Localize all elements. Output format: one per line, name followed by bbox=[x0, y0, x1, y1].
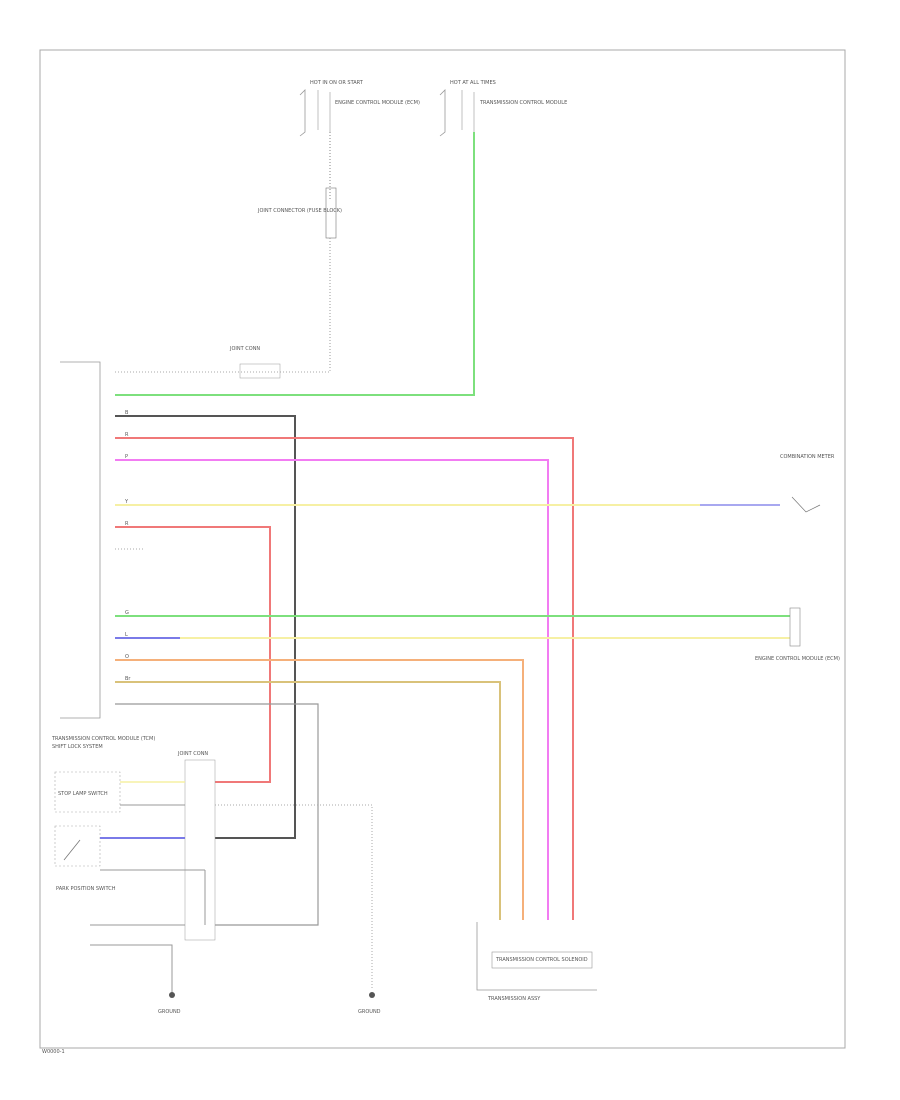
svg-text:G: G bbox=[125, 610, 129, 616]
joint-connector-top: JOINT CONNECTOR (FUSE BLOCK) bbox=[257, 187, 342, 239]
svg-text:JOINT CONN: JOINT CONN bbox=[177, 751, 208, 757]
diagram-frame bbox=[39, 49, 846, 1049]
svg-text:JOINT CONNECTOR (FUSE BLOCK): JOINT CONNECTOR (FUSE BLOCK) bbox=[257, 208, 342, 214]
svg-text:Br: Br bbox=[125, 676, 131, 682]
svg-text:STOP LAMP SWITCH: STOP LAMP SWITCH bbox=[58, 791, 108, 797]
svg-text:ENGINE CONTROL MODULE (ECM): ENGINE CONTROL MODULE (ECM) bbox=[755, 656, 840, 662]
svg-text:Y: Y bbox=[124, 499, 129, 505]
svg-text:HOT AT ALL TIMES: HOT AT ALL TIMES bbox=[450, 80, 496, 86]
page-ref: W0000-1 bbox=[42, 1049, 65, 1055]
wire-black bbox=[115, 415, 296, 839]
svg-text:PARK POSITION SWITCH: PARK POSITION SWITCH bbox=[56, 886, 116, 892]
right-connector-lower: ENGINE CONTROL MODULE (ECM) bbox=[755, 607, 840, 662]
svg-text:TRANSMISSION CONTROL SOLENOID: TRANSMISSION CONTROL SOLENOID bbox=[495, 957, 588, 963]
svg-text:SHIFT LOCK SYSTEM: SHIFT LOCK SYSTEM bbox=[52, 744, 103, 750]
svg-text:TRANSMISSION CONTROL MODULE (T: TRANSMISSION CONTROL MODULE (TCM) bbox=[51, 736, 155, 742]
wire-pink bbox=[115, 459, 549, 920]
transmission-connector: TRANSMISSION CONTROL SOLENOID TRANSMISSI… bbox=[476, 922, 597, 1002]
svg-text:JOINT CONN: JOINT CONN bbox=[229, 346, 260, 352]
svg-text:B: B bbox=[125, 410, 129, 416]
joint-connector-1: JOINT CONN bbox=[229, 346, 281, 379]
wire-red-short bbox=[115, 526, 271, 783]
wire-tan bbox=[115, 681, 501, 920]
svg-text:R: R bbox=[125, 432, 129, 438]
svg-text:COMBINATION METER: COMBINATION METER bbox=[780, 454, 835, 460]
svg-text:R: R bbox=[125, 521, 129, 527]
fuse-top-right: HOT AT ALL TIMES TRANSMISSION CONTROL MO… bbox=[439, 80, 567, 137]
svg-text:P: P bbox=[125, 454, 128, 460]
ground-2: GROUND bbox=[358, 992, 381, 1015]
wire-bl-gray6 bbox=[90, 944, 173, 995]
wire-red-long bbox=[115, 437, 574, 920]
joint-connector-2: JOINT CONN bbox=[177, 751, 216, 941]
stop-lamp-switch: STOP LAMP SWITCH bbox=[54, 771, 121, 813]
svg-text:TRANSMISSION ASSY: TRANSMISSION ASSY bbox=[487, 996, 541, 1002]
svg-text:O: O bbox=[125, 654, 129, 660]
svg-text:HOT IN ON OR START: HOT IN ON OR START bbox=[310, 80, 364, 86]
svg-text:GROUND: GROUND bbox=[358, 1009, 381, 1015]
svg-text:GROUND: GROUND bbox=[158, 1009, 181, 1015]
svg-text:TRANSMISSION CONTROL MODULE: TRANSMISSION CONTROL MODULE bbox=[479, 100, 567, 106]
wire-bl-gray2 bbox=[215, 804, 373, 990]
wire-ig bbox=[115, 370, 331, 373]
svg-text:ENGINE CONTROL MODULE (ECM): ENGINE CONTROL MODULE (ECM) bbox=[335, 100, 420, 106]
right-connector-top: COMBINATION METER bbox=[780, 454, 835, 513]
svg-text:L: L bbox=[125, 632, 128, 638]
wire-green-main bbox=[115, 132, 475, 396]
wire-orange bbox=[115, 659, 524, 920]
wire-gray bbox=[115, 703, 319, 926]
ground-1: GROUND bbox=[158, 992, 181, 1015]
tcm-module: TRANSMISSION CONTROL MODULE (TCM) SHIFT … bbox=[51, 361, 155, 750]
park-position-switch: PARK POSITION SWITCH bbox=[54, 825, 116, 892]
fuse-top-left: HOT IN ON OR START ENGINE CONTROL MODULE… bbox=[299, 80, 420, 137]
